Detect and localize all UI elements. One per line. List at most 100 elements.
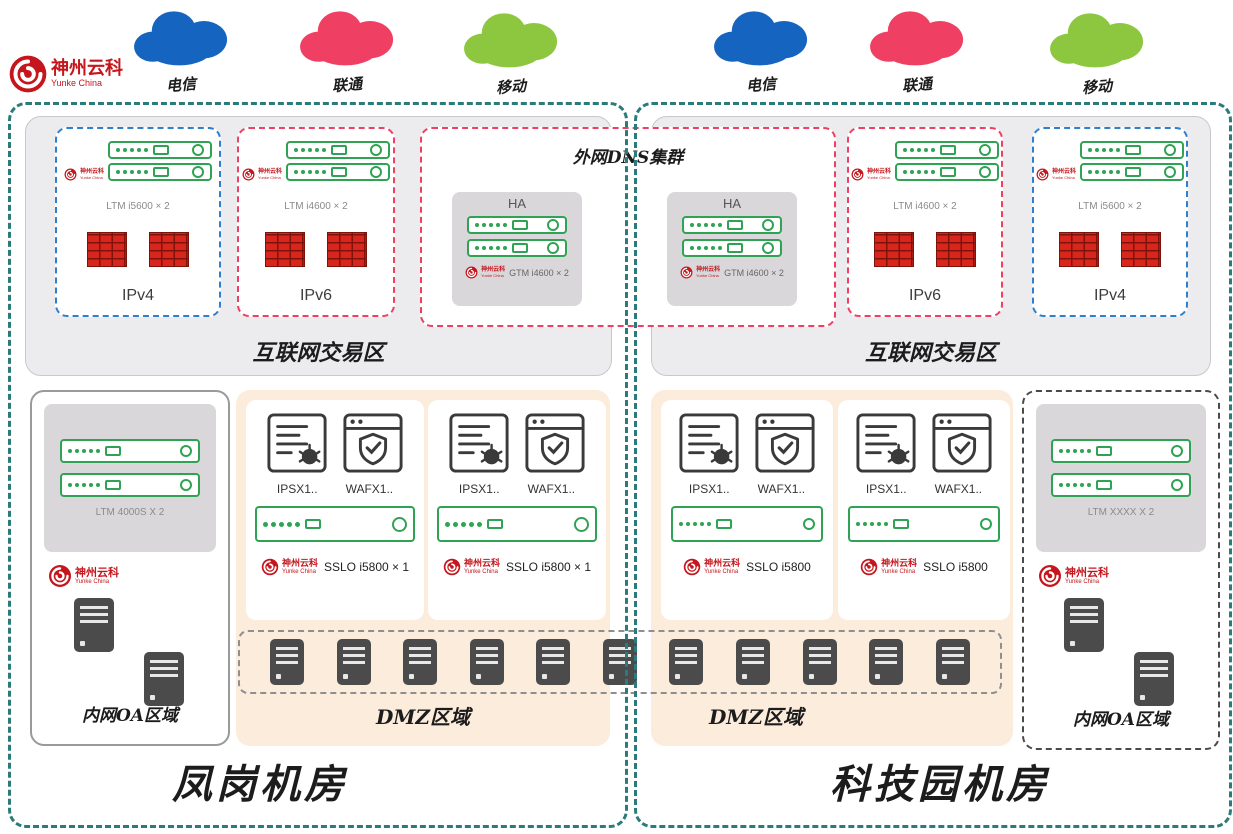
yunke-swirl-icon [242, 168, 255, 181]
appliance-device [1080, 163, 1185, 181]
isp-label: 移动 [1081, 76, 1113, 98]
internet-zone-label: 互联网交易区 [252, 340, 385, 366]
dns-cluster-title: 外网DNS集群 [572, 148, 684, 168]
ips-label: IPSX1.. [865, 482, 907, 496]
isp-cloud-unicom-left: 联通 [288, 6, 406, 95]
server-icon [669, 639, 704, 685]
ltm-device-panel: LTM XXXX X 2 [1036, 404, 1206, 552]
logo-title: 神州云科 [51, 58, 123, 79]
firewall-icon [265, 232, 305, 267]
firewall-icon [149, 232, 189, 267]
ips-label: IPSX1.. [458, 482, 500, 496]
yunke-swirl-icon [1036, 168, 1049, 181]
device-caption: LTM i4600 × 2 [284, 201, 348, 212]
appliance-device [467, 239, 567, 257]
appliance-device [671, 506, 823, 542]
cloud-icon [858, 6, 976, 68]
device-caption: GTM i4600 × 2 [509, 267, 569, 278]
dmz-label: DMZ区域 [708, 705, 804, 729]
ha-label: HA [722, 196, 742, 211]
ip-version-label: IPv6 [299, 287, 332, 304]
server-icon [735, 639, 770, 685]
sslo-caption: SSLO i5800 × 1 [323, 560, 410, 574]
yunke-swirl-icon [261, 558, 279, 576]
ip-version-label: IPv4 [1093, 287, 1126, 304]
appliance-device [60, 438, 200, 463]
sslo-caption: SSLO i5800 [923, 560, 988, 574]
cloud-icon [122, 6, 240, 68]
waf-label: WAFX1.. [527, 482, 576, 496]
ips-label: IPSX1.. [688, 482, 730, 496]
appliance-device [1051, 438, 1191, 463]
server-icon [144, 652, 184, 706]
device-caption: LTM i4600 × 2 [893, 201, 957, 212]
server-icon [802, 639, 837, 685]
yunke-swirl-icon [860, 558, 878, 576]
appliance-device [1080, 141, 1185, 159]
yunke-swirl-icon [443, 558, 461, 576]
appliance-device [286, 141, 391, 159]
isp-label: 电信 [745, 74, 777, 96]
isp-cloud-unicom-right: 联通 [858, 6, 976, 95]
oa-zone-label: 内网OA区域 [1073, 710, 1169, 730]
yunke-swirl-icon [64, 168, 77, 181]
server-icon [469, 639, 504, 685]
waf-icon [342, 412, 404, 474]
firewall-icon [327, 232, 367, 267]
ha-label: HA [507, 196, 527, 211]
waf-icon [754, 412, 816, 474]
cloud-icon [1038, 8, 1156, 70]
server-icon [935, 639, 970, 685]
device-caption: LTM XXXX X 2 [1087, 506, 1155, 518]
appliance-device [1051, 472, 1191, 497]
yunke-swirl-icon [1038, 564, 1062, 588]
firewall-icon [936, 232, 976, 267]
waf-label: WAFX1.. [345, 482, 394, 496]
waf-label: WAFX1.. [757, 482, 806, 496]
datacenter-left-name: 凤岗机房 [172, 761, 348, 808]
appliance-device [682, 239, 782, 257]
dmz-label: DMZ区域 [375, 705, 471, 729]
appliance-device [895, 163, 1000, 181]
server-icon [336, 639, 371, 685]
device-caption: LTM 4000S X 2 [95, 506, 165, 518]
yunke-swirl-icon [683, 558, 701, 576]
firewall-icon [874, 232, 914, 267]
appliance-device [848, 506, 1000, 542]
isp-cloud-mobile-left: 移动 [452, 8, 570, 97]
device-caption: LTM i5600 × 2 [1078, 201, 1142, 212]
yunke-swirl-icon [680, 266, 693, 279]
server-icon [74, 598, 114, 652]
isp-cloud-telecom-left: 电信 [122, 6, 240, 95]
ip-version-label: IPv6 [908, 287, 941, 304]
appliance-device [60, 472, 200, 497]
yunke-logo-main: 神州云科 Yunke China [8, 54, 123, 94]
logo-subtitle: Yunke China [51, 77, 103, 88]
isp-label: 联通 [901, 74, 933, 96]
server-icon [1064, 598, 1104, 652]
oa-zone-label: 内网OA区域 [82, 706, 178, 726]
